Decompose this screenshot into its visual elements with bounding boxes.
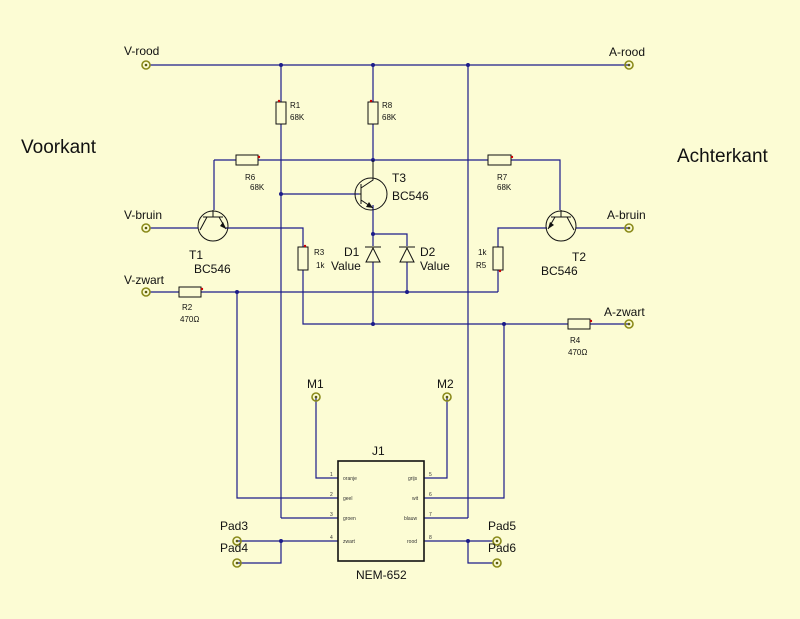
m1-label: M1: [307, 377, 324, 391]
j1-ref: J1: [372, 444, 385, 458]
r4-value: 470Ω: [568, 348, 587, 357]
terminal-pad6[interactable]: [492, 558, 502, 568]
a-bruin-label: A-bruin: [607, 208, 646, 222]
pin-2-num: 2: [330, 492, 333, 498]
pin-2-label: geel: [343, 496, 352, 502]
junction-dots: [235, 63, 506, 543]
t1-ref: T1: [189, 248, 203, 262]
terminal-a-zwart[interactable]: [624, 319, 634, 329]
pad4-label: Pad4: [220, 541, 248, 555]
terminal-m2[interactable]: [442, 392, 452, 402]
transistor-t3: T3 BC546: [354, 160, 429, 211]
transistor-t1: T1 BC546: [189, 210, 231, 276]
a-rood-label: A-rood: [609, 45, 645, 59]
r3-value: 1k: [316, 261, 325, 270]
m2-label: M2: [437, 377, 454, 391]
t1-value: BC546: [194, 262, 231, 276]
pin-8-label: rood: [407, 539, 417, 545]
v-zwart-label: V-zwart: [124, 273, 165, 287]
pin-7-num: 7: [429, 512, 432, 518]
t3-ref: T3: [392, 171, 406, 185]
pin-6-label: wit: [412, 496, 419, 502]
terminal-pad5[interactable]: [492, 536, 502, 546]
terminal-v-rood[interactable]: [141, 60, 151, 70]
pin-6-num: 6: [429, 492, 432, 498]
r8-ref: R8: [382, 101, 393, 110]
terminal-a-rood[interactable]: [624, 60, 634, 70]
t2-value: BC546: [541, 264, 578, 278]
terminals: [141, 60, 634, 568]
pin-4-num: 4: [330, 535, 333, 541]
transistor-t2: T2 BC546: [541, 210, 586, 278]
r1-value: 68K: [290, 113, 305, 122]
resistor-r8: R8 68K: [367, 99, 397, 125]
pin-7-label: blauw: [404, 516, 417, 522]
t3-value: BC546: [392, 189, 429, 203]
diode-d1: D1 Value: [331, 245, 381, 273]
pin-1-label: oranje: [343, 476, 357, 482]
r4-ref: R4: [570, 336, 581, 345]
t2-ref: T2: [572, 250, 586, 264]
j1-name: NEM-652: [356, 568, 407, 582]
a-zwart-label: A-zwart: [604, 305, 645, 319]
resistor-r2: R2 470Ω: [178, 286, 204, 324]
pad5-label: Pad5: [488, 519, 516, 533]
pin-8-num: 8: [429, 535, 432, 541]
v-bruin-label: V-bruin: [124, 208, 162, 222]
r7-value: 68K: [497, 183, 512, 192]
r7-ref: R7: [497, 173, 508, 182]
d1-ref: D1: [344, 245, 360, 259]
pin-5-num: 5: [429, 472, 432, 478]
achterkant-label: Achterkant: [677, 146, 769, 167]
terminal-pad4[interactable]: [232, 558, 242, 568]
pin-3-num: 3: [330, 512, 333, 518]
d2-value: Value: [420, 259, 450, 273]
r1-ref: R1: [290, 101, 301, 110]
resistor-r4: R4 470Ω: [567, 318, 593, 357]
resistor-r3: R3 1k: [297, 244, 325, 271]
r6-ref: R6: [245, 173, 256, 182]
r3-ref: R3: [314, 248, 325, 257]
r2-value: 470Ω: [180, 315, 199, 324]
terminal-v-bruin[interactable]: [141, 223, 151, 233]
pin-5-label: grijs: [408, 476, 418, 482]
r6-value: 68K: [250, 183, 265, 192]
terminal-a-bruin[interactable]: [624, 223, 634, 233]
pad6-label: Pad6: [488, 541, 516, 555]
v-rood-label: V-rood: [124, 44, 159, 58]
pad3-label: Pad3: [220, 519, 248, 533]
terminal-pad3[interactable]: [232, 536, 242, 546]
voorkant-label: Voorkant: [21, 137, 97, 158]
terminal-v-zwart[interactable]: [141, 287, 151, 297]
terminal-m1[interactable]: [311, 392, 321, 402]
r5-ref: R5: [476, 261, 487, 270]
resistor-r5: 1k R5: [476, 246, 504, 273]
resistor-r1: R1 68K: [275, 99, 305, 125]
d2-ref: D2: [420, 245, 436, 259]
resistor-r6: R6 68K: [235, 154, 265, 192]
pin-1-num: 1: [330, 472, 333, 478]
d1-value: Value: [331, 259, 361, 273]
r2-ref: R2: [182, 303, 193, 312]
pin-3-label: groen: [343, 516, 356, 522]
r5-value: 1k: [478, 248, 487, 257]
pin-4-label: zwart: [343, 539, 356, 545]
diode-d2: D2 Value: [399, 245, 450, 273]
terminal-labels: V-rood A-rood V-bruin A-bruin V-zwart A-…: [124, 44, 646, 555]
resistor-r7: R7 68K: [487, 154, 514, 192]
r8-value: 68K: [382, 113, 397, 122]
connector-j1: J1 NEM-652 1 2 3 4 5 6 7 8 oranje geel g…: [330, 444, 432, 582]
